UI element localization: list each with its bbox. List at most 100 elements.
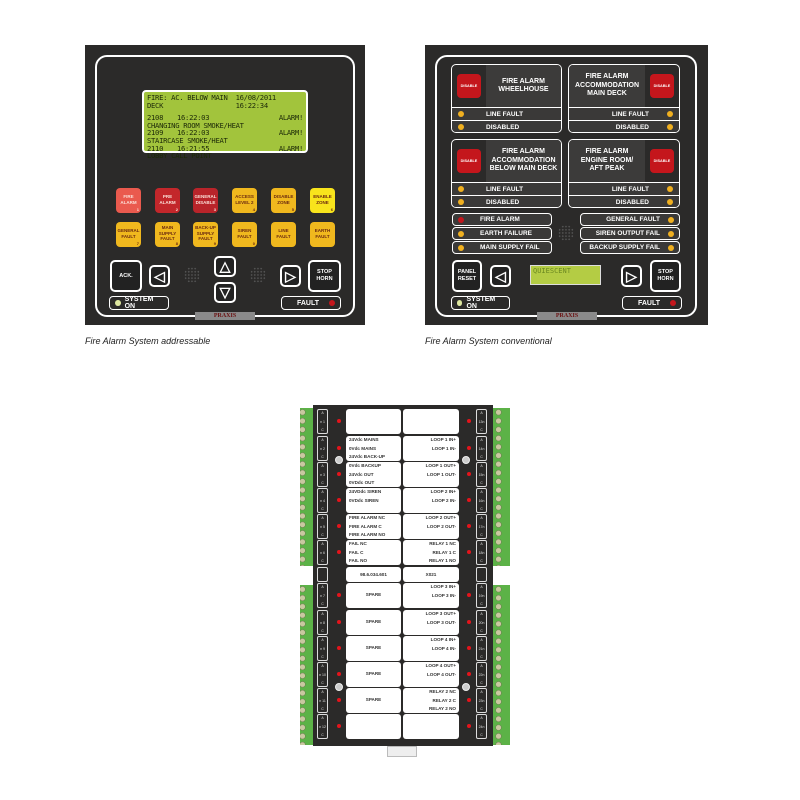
- status-led: [337, 672, 341, 676]
- lcd-event-time: 16:21:55: [177, 143, 210, 153]
- zone-disabled-row: DISABLED: [452, 195, 561, 207]
- led-icon: [667, 199, 673, 205]
- zone-line-fault-row: LINE FAULT: [569, 182, 679, 195]
- system-on-indicator: SYSTEM ON: [109, 296, 169, 310]
- pin-c-label: C: [321, 707, 324, 711]
- terminal-label-right: LOOP 4 OUT+LOOP 4 OUT-: [403, 662, 459, 687]
- connector-id: n 12: [319, 724, 326, 729]
- right-arrow-button[interactable]: ▷: [621, 265, 642, 287]
- terminal-label: SPARE: [365, 592, 382, 598]
- system-on-indicator: SYSTEM ON: [451, 296, 510, 310]
- status-row-main-supply-fail: MAIN SUPPLY FAIL: [452, 241, 552, 254]
- led-icon: [115, 300, 121, 306]
- up-arrow-button[interactable]: △: [214, 256, 236, 277]
- terminal-label-right: LOOP 2 IN+LOOP 2 IN-: [403, 488, 459, 513]
- connector-id: n 11: [319, 698, 326, 703]
- left-arrow-button[interactable]: ◁: [490, 265, 511, 287]
- connector-id: 20n: [478, 620, 485, 625]
- panel-reset-button[interactable]: PANEL RESET: [452, 260, 482, 292]
- key-number: 3: [213, 206, 216, 212]
- disable-zone-button[interactable]: DISABLE: [457, 149, 481, 173]
- terminal-label-left: SPARE: [346, 688, 401, 713]
- status-led: [337, 698, 341, 702]
- pin-a-label: A: [321, 464, 324, 468]
- lcd-event-status: ALARM!: [278, 143, 303, 153]
- zone-disabled-label: DISABLED: [486, 123, 520, 131]
- zone-title: FIRE ALARM ACCOMMODATION MAIN DECK: [569, 65, 645, 107]
- key-earth-fault[interactable]: EARTH FAULT: [310, 222, 335, 247]
- pin-c-label: C: [321, 455, 324, 459]
- key-label: SIREN FAULT: [237, 228, 252, 239]
- lcd-event-time: 16:22:03: [177, 113, 210, 123]
- connector-id: n 8: [320, 620, 325, 625]
- status-row-backup-supply-fail: BACKUP SUPPLY FAIL: [580, 241, 680, 254]
- led-icon: [667, 111, 673, 117]
- pin-a-label: A: [480, 716, 483, 720]
- disable-zone-button[interactable]: DISABLE: [650, 149, 674, 173]
- fault-indicator: FAULT: [622, 296, 682, 310]
- led-icon: [670, 300, 676, 306]
- right-arrow-button[interactable]: ▷: [280, 265, 301, 287]
- terminal-label-right: LOOP 3 OUT+LOOP 3 OUT-: [403, 610, 459, 635]
- connector-id: 16n: [478, 498, 485, 503]
- praxis-logo: PRAXIS: [537, 312, 597, 320]
- part-code: X021: [425, 572, 437, 577]
- down-arrow-button[interactable]: ▽: [214, 282, 236, 303]
- pin-c-label: C: [321, 655, 324, 659]
- pin-c-label: C: [321, 602, 324, 606]
- terminal-label: LOOP 4 OUT+: [425, 663, 456, 668]
- zone-disabled-row: DISABLED: [569, 195, 679, 207]
- ack-button[interactable]: ACK.: [110, 260, 142, 292]
- terminal-label: LOOP 2 OUT+: [425, 515, 456, 520]
- led-icon: [458, 199, 464, 205]
- terminal-label: FAIL NC: [349, 541, 367, 546]
- zone-line-fault-row: LINE FAULT: [452, 182, 561, 195]
- status-row-earth-failure: EARTH FAILURE: [452, 227, 552, 240]
- screw-icon: [462, 683, 470, 691]
- stop-horn-button[interactable]: STOP HORN: [650, 260, 681, 292]
- connector-id: 24n: [478, 724, 485, 729]
- status-led: [337, 472, 341, 476]
- zone-disabled-row: DISABLED: [452, 120, 561, 132]
- disable-zone-button[interactable]: DISABLE: [650, 74, 674, 98]
- disable-zone-button[interactable]: DISABLE: [457, 74, 481, 98]
- lcd-event-id: 2110: [147, 143, 164, 153]
- stop-horn-button[interactable]: STOP HORN: [308, 260, 341, 292]
- connector-id: n 3: [320, 472, 325, 477]
- status-led: [467, 672, 471, 676]
- status-row-general-fault: GENERAL FAULT: [580, 213, 680, 226]
- status-led: [337, 419, 341, 423]
- connector-id: 14n: [478, 446, 485, 451]
- connector-id: n 5: [320, 524, 325, 529]
- status-led: [337, 724, 341, 728]
- key-line-fault[interactable]: LINE FAULT: [271, 222, 296, 247]
- left-arrow-button[interactable]: ◁: [149, 265, 170, 287]
- status-led: [467, 472, 471, 476]
- lcd-event-status: ALARM!: [278, 128, 303, 138]
- pin-a-label: A: [480, 464, 483, 468]
- terminal-label: LOOP 1 OUT+: [425, 463, 456, 468]
- terminal-label: LOOP 4 IN-: [431, 645, 456, 651]
